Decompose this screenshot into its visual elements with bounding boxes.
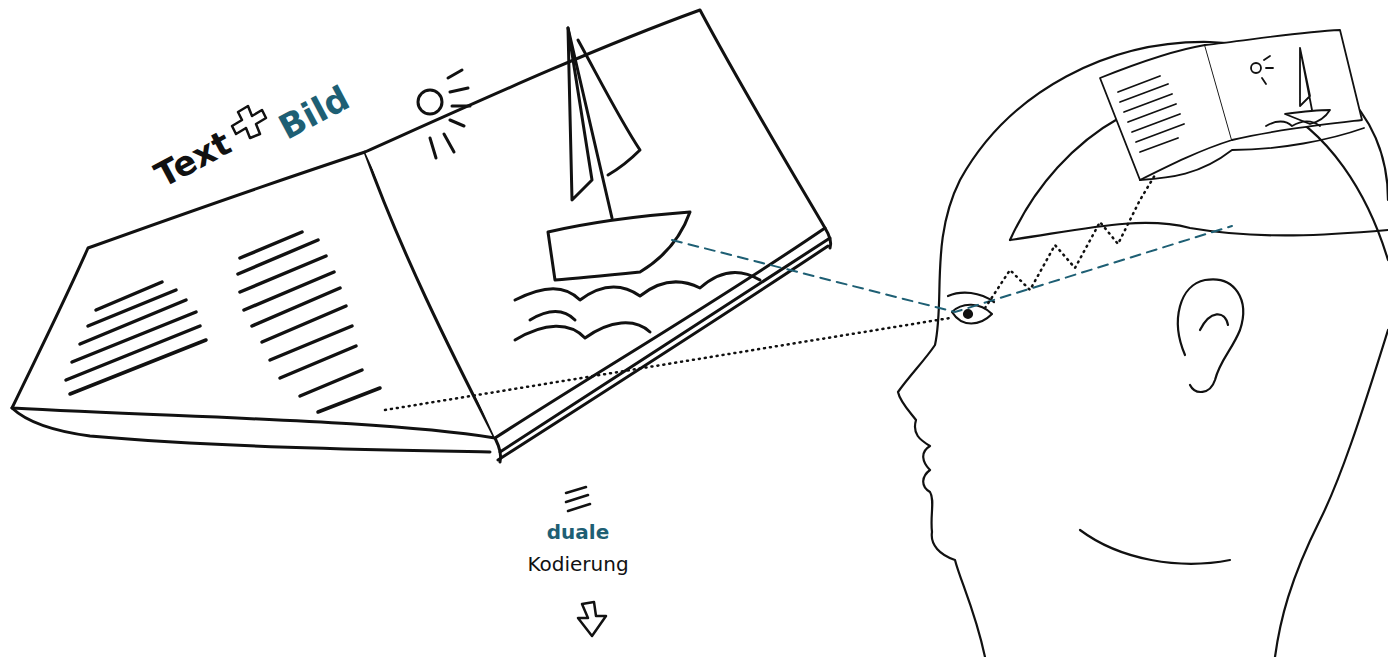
result-term: duale [547,520,609,544]
mental-book-stroke [1140,128,1364,180]
formula-term: Bild [272,77,356,147]
text-lines-stroke [300,370,362,396]
head-profile-stroke [1200,314,1228,330]
text-lines-stroke [318,388,380,412]
text-lines-stroke [252,288,340,326]
mental-book-stroke [1118,76,1184,152]
mental-book-stroke [1266,122,1320,127]
sailboat-picture-stroke [450,120,464,126]
sailboat-picture-stroke [515,323,650,340]
head-profile-stroke [948,293,994,302]
sailboat-picture-stroke [530,312,575,320]
mental-book-stroke [1300,48,1312,110]
sailboat-picture-stroke [578,40,640,175]
mental-book-stroke [1205,30,1362,140]
sailboat-picture [418,28,760,340]
head-profile-stroke [898,42,1388,657]
sailboat-picture-stroke [448,70,462,78]
open-book-stroke [12,408,490,452]
open-book-stroke [498,246,828,460]
text-lines-stroke [244,272,334,310]
text-lines-stroke [66,326,200,380]
head-profile-stroke [1178,279,1243,392]
mental-book-stroke [1262,56,1273,84]
mental-book [1100,30,1364,180]
perception-lines [385,175,1232,410]
sailboat-picture-stroke [450,88,468,92]
text-lines-stroke [70,340,206,394]
text-lines-stroke [96,282,162,310]
head-profile-stroke [1275,330,1388,657]
symbols-stroke [566,487,590,511]
sailboat-picture-stroke [568,28,592,200]
head-profile-stroke [1010,223,1388,240]
perception-lines-stroke [385,318,950,410]
text-lines-stroke [238,240,318,274]
text-lines-stroke [240,256,326,292]
text-lines-stroke [262,306,346,342]
sailboat-picture-stroke [430,138,436,158]
open-book-stroke [825,228,831,248]
text-lines-stroke [280,346,356,378]
formula-term: Text [148,122,237,195]
open-book-stroke [365,10,825,438]
sailboat-picture-stroke [548,212,690,280]
mental-book-stroke [1251,63,1261,73]
text-lines-stroke [72,312,196,362]
open-book-stroke [500,238,830,452]
sailboat-picture-stroke [444,134,454,152]
open-book [12,10,831,462]
head-profile-stroke [1080,530,1230,564]
head-profile-stroke [964,310,972,318]
symbols-stroke [578,602,606,636]
perception-lines-stroke [985,175,1155,308]
sailboat-picture-stroke [452,105,470,108]
sailboat-picture-stroke [568,28,612,218]
text-lines-stroke [240,232,302,258]
text-lines [66,232,380,412]
text-lines-stroke [270,326,352,360]
sailboat-picture-stroke [515,272,760,300]
perception-lines-stroke [672,226,1232,312]
sailboat-picture-stroke [418,90,442,114]
head-profile [898,42,1388,657]
symbols-stroke [232,106,266,138]
result-term: Kodierung [527,552,628,576]
